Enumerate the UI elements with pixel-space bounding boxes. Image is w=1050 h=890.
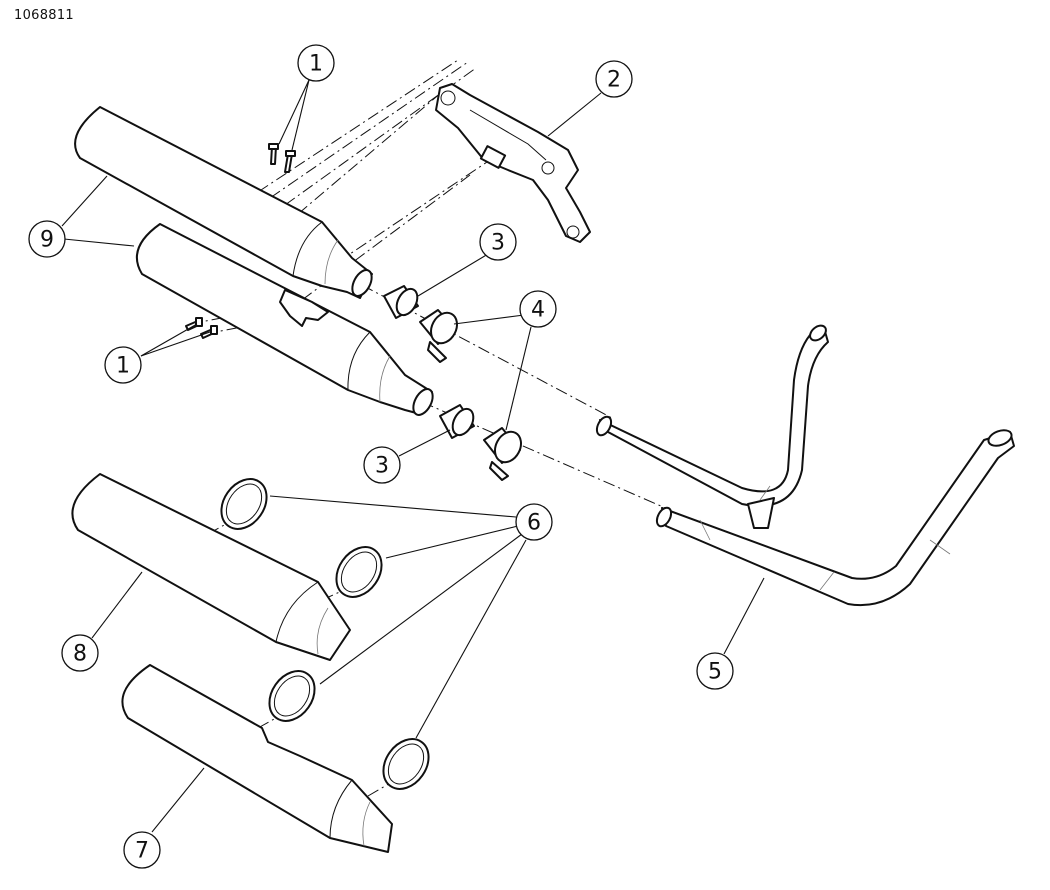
callout-circle — [363, 446, 401, 484]
callout-circle — [28, 220, 66, 258]
callout-circle — [104, 346, 142, 384]
header-pipe — [595, 324, 1015, 607]
muffler-lower — [135, 223, 434, 416]
callout-number: 5 — [708, 660, 722, 685]
callout-c6: 6 — [515, 503, 553, 541]
callout-number: 1 — [116, 354, 130, 379]
callout-c1a: 1 — [297, 44, 335, 82]
callout-c1b: 1 — [104, 346, 142, 384]
callout-c3a: 3 — [479, 223, 517, 261]
callouts: 1 1 2 3 3 4 5 6 7 8 9 — [28, 44, 734, 869]
callout-number: 1 — [309, 52, 323, 77]
muffler-8 — [71, 473, 351, 661]
callout-number: 2 — [607, 68, 621, 93]
callout-c2: 2 — [595, 60, 633, 98]
callout-c9: 9 — [28, 220, 66, 258]
callout-c4: 4 — [519, 290, 557, 328]
callout-circle — [515, 503, 553, 541]
callout-number: 6 — [527, 511, 541, 536]
callout-number: 8 — [73, 642, 87, 667]
bolts — [185, 143, 296, 339]
callout-circle — [519, 290, 557, 328]
callout-number: 7 — [135, 839, 149, 864]
callout-c5: 5 — [696, 652, 734, 690]
callout-c3b: 3 — [363, 446, 401, 484]
muffler-upper — [74, 106, 373, 299]
callout-circle — [61, 634, 99, 672]
callout-circle — [696, 652, 734, 690]
callout-number: 3 — [375, 454, 389, 479]
figure-id: 1068811 — [14, 8, 74, 23]
hose-clamps — [220, 478, 430, 790]
callout-c7: 7 — [123, 831, 161, 869]
callout-circle — [595, 60, 633, 98]
callout-number: 9 — [40, 228, 54, 253]
callout-circle — [123, 831, 161, 869]
gaskets — [383, 285, 475, 439]
callout-number: 4 — [531, 298, 545, 323]
mounting-bracket — [435, 83, 591, 243]
leader-lines — [61, 79, 765, 833]
callout-circle — [479, 223, 517, 261]
muffler-7 — [121, 664, 393, 853]
callout-circle — [297, 44, 335, 82]
callout-c8: 8 — [61, 634, 99, 672]
callout-number: 3 — [491, 231, 505, 256]
clamps — [419, 309, 522, 481]
